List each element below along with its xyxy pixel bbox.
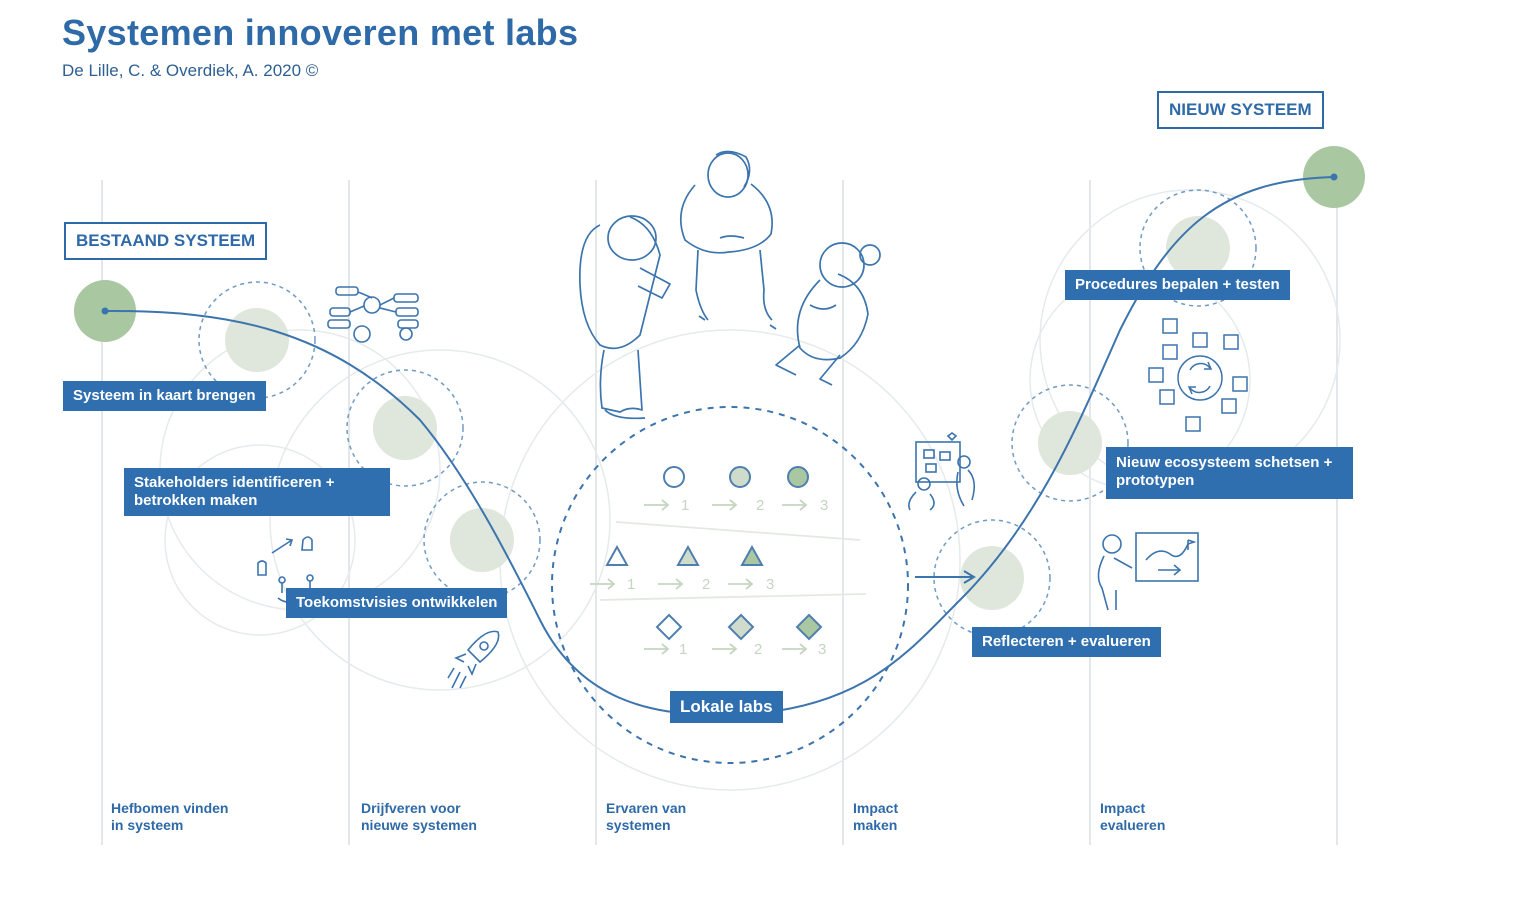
people-illustration <box>579 150 881 420</box>
step-local-labs: Lokale labs <box>670 691 783 723</box>
phase-label-leverage: Hefbomen vinden in systeem <box>111 800 229 833</box>
arrow-to-evaluate <box>915 570 976 584</box>
page-subtitle: De Lille, C. & Overdiek, A. 2020 © <box>62 61 319 80</box>
phase-label-experience: Ervaren van systemen <box>606 800 687 833</box>
svg-text:1: 1 <box>681 497 689 514</box>
svg-text:3: 3 <box>820 497 828 514</box>
step-map-system: Systeem in kaart brengen <box>63 381 266 411</box>
existing-system-label: BESTAAND SYSTEEM <box>64 222 268 260</box>
presenter-icon <box>1097 532 1199 611</box>
workshop-icon <box>908 432 976 511</box>
step-sketch-ecosystem: Nieuw ecosysteem schetsen + prototypen <box>1106 447 1353 499</box>
phase-label-impact-make: Impact maken <box>853 800 899 833</box>
svg-text:2: 2 <box>756 497 764 514</box>
step-define-procedures: Procedures bepalen + testen <box>1065 270 1290 300</box>
lab-sequence <box>605 466 823 641</box>
step-develop-visions: Toekomstvisies ontwikkelen <box>286 588 508 618</box>
svg-text:2: 2 <box>754 641 762 658</box>
new-system-label: NIEUW SYSTEEM <box>1157 91 1324 129</box>
lab-sequence-arrows <box>590 499 867 655</box>
ecosystem-icon <box>1148 318 1248 432</box>
svg-text:1: 1 <box>627 576 635 593</box>
rocket-icon <box>447 630 500 689</box>
mindmap-icon <box>327 286 419 343</box>
svg-text:1: 1 <box>679 641 687 658</box>
svg-text:2: 2 <box>702 576 710 593</box>
lab-sequence-numbers: 1 2 3 1 2 3 1 2 3 <box>627 497 828 658</box>
phase-label-impact-evaluate: Impact evalueren <box>1100 800 1166 833</box>
page-title: Systemen innoveren met labs <box>62 12 579 53</box>
step-identify-stakeholders: Stakeholders identificeren + betrokken m… <box>124 468 390 516</box>
step-reflect-evaluate: Reflecteren + evalueren <box>972 627 1161 657</box>
svg-text:3: 3 <box>818 641 826 658</box>
svg-text:3: 3 <box>766 576 774 593</box>
phase-label-drivers: Drijfveren voor nieuwe systemen <box>361 800 477 833</box>
